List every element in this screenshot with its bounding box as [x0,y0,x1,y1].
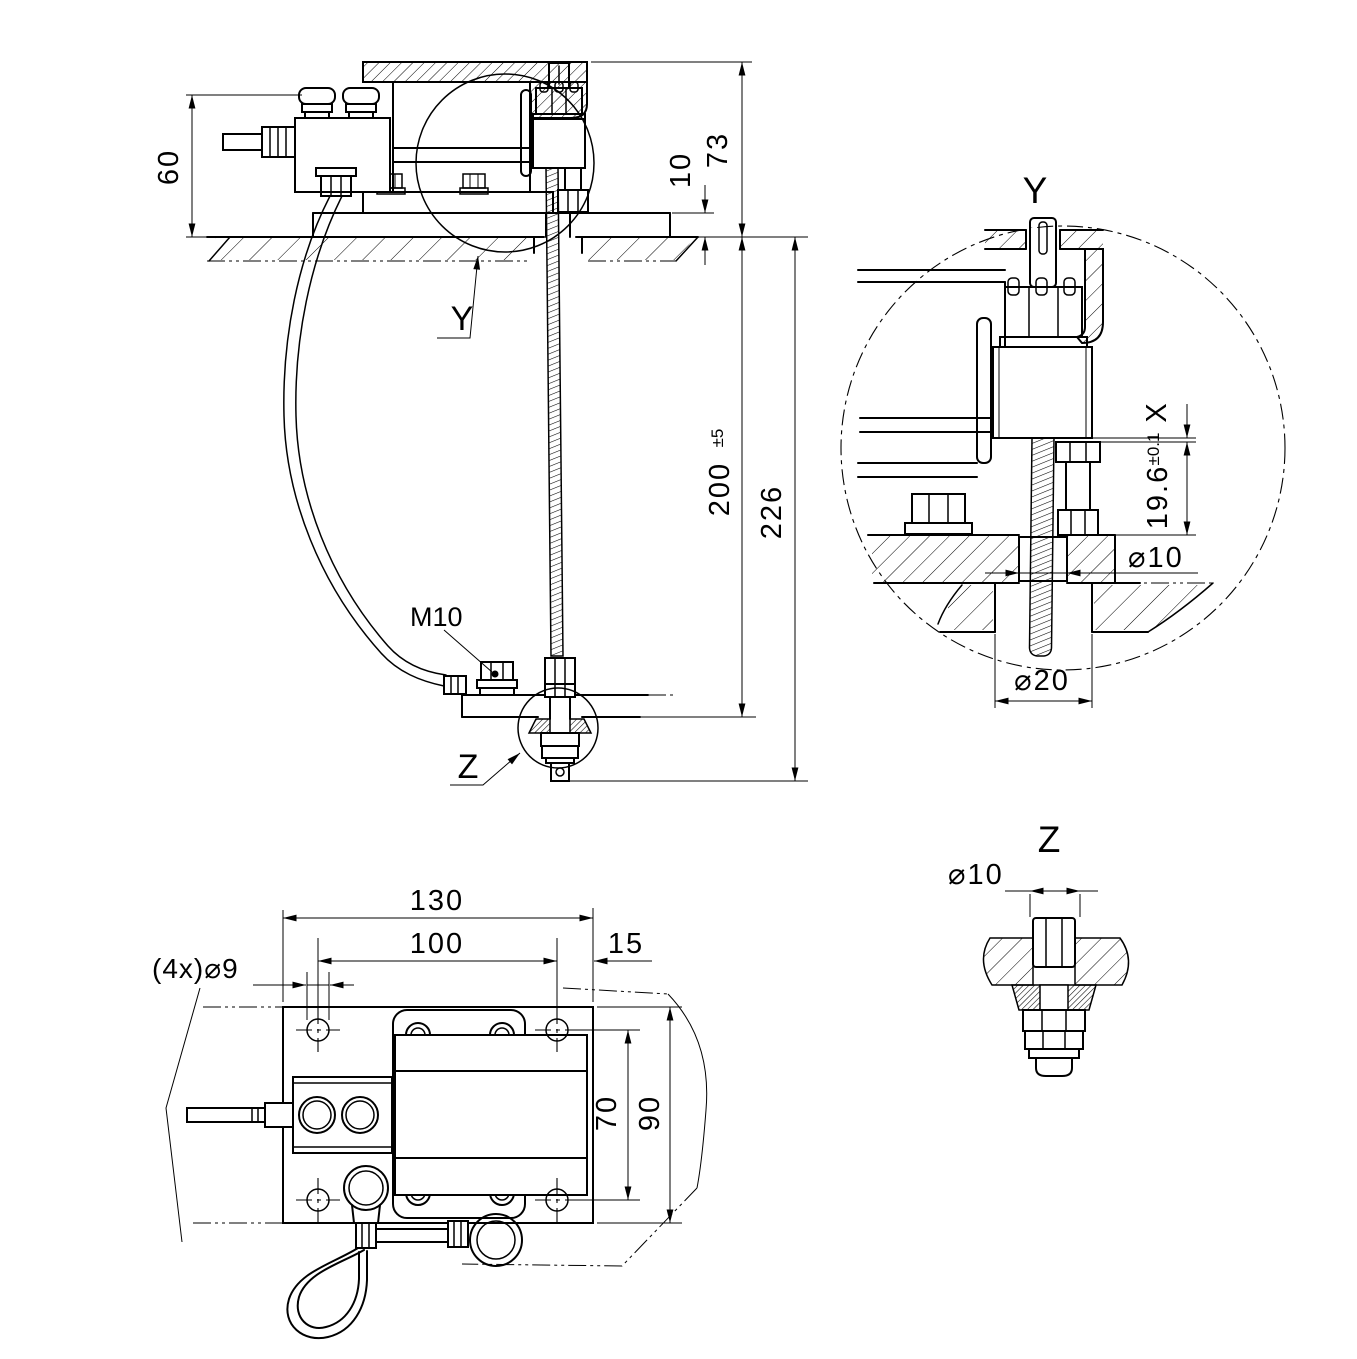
detail-z-view: Z ⌀10 [948,819,1130,1077]
guide-fin [520,89,532,177]
y-stud-nuts [1018,441,1101,582]
dim-70: 70 [572,1029,640,1201]
label-z: Z [450,748,521,786]
dim-x-label: X [1141,401,1173,422]
cable-gland-left [298,87,336,119]
dim-226-label: 226 [756,485,788,539]
dim-10: 10 [665,152,808,265]
detail-z-title: Z [1038,819,1061,860]
z-plate-left [982,937,1034,986]
z-plate-right [1074,937,1130,986]
dim-200-tol-label: ±5 [708,429,727,448]
dim-15: 15 [594,928,652,965]
dim-73-label: 73 [702,132,734,168]
dim-d10-z: ⌀10 [948,859,1098,917]
dim-73: 73 [591,61,752,237]
cable [283,167,447,687]
cable-lug [443,675,467,695]
plate-holes [296,1008,579,1222]
dim-10-label: 10 [665,152,697,188]
top-cable-loop [286,1165,523,1340]
dim-226: 226 [569,237,808,782]
dim-130: 130 [282,885,594,1002]
dim-60: 60 [153,94,302,238]
label-m10: M10 [410,602,499,678]
y-foundation-plate [937,582,1214,633]
side-view: Y Z M10 60 73 10 [153,61,808,786]
cable-gland-right [342,87,380,119]
dim-d20: ⌀20 [994,634,1093,708]
dim-60-label: 60 [153,149,185,185]
dim-200-label: 200 [704,462,736,516]
rope-bottom-fitting [527,657,593,782]
dim-d10-z-label: ⌀10 [948,859,1004,891]
dim-d20-label: ⌀20 [1014,665,1070,697]
dim-4x-d9: (4x)⌀9 [152,953,354,1020]
label-y: Y [437,255,481,339]
dim-x: X [1092,401,1196,443]
dim-d10-y-label: ⌀10 [1128,542,1184,574]
detail-y-boundary [840,225,1286,671]
detail-y-title: Y [1023,170,1048,211]
top-view: 130 100 15 (4x)⌀9 70 [152,885,708,1340]
dim-19-6-label: 19.6 [1142,465,1174,529]
m10-bolt [443,661,518,696]
connector-block [222,117,391,193]
y-wire-rope [1028,437,1055,657]
y-bracket [984,228,1104,345]
dim-70-label: 70 [591,1095,623,1131]
dim-90: 90 [597,1006,682,1224]
dim-130-label: 130 [410,885,464,917]
load-cell-body [362,81,554,214]
y-base-plate [867,534,1116,584]
dim-100: 100 [317,928,558,1018]
top-body-plan [394,1034,588,1196]
detail-z-circle [517,687,599,769]
dim-100-label: 100 [410,928,464,960]
z-fitting [982,917,1130,1077]
wire-rope [545,167,564,657]
dim-4x-d9-label: (4x)⌀9 [152,953,239,984]
dim-15-label: 15 [608,928,644,960]
side-view-y-label: Y [451,300,474,338]
m10-label: M10 [410,602,463,632]
detail-y-circle [415,73,595,253]
dim-19-6: 19.6 ±0.1 [1112,433,1196,536]
detail-y-view: Y [840,170,1286,708]
top-connector-plan [186,1076,393,1154]
side-view-z-label: Z [458,748,479,786]
base-plate [312,212,671,238]
dim-200: 200 ±5 [648,237,756,718]
dim-90-label: 90 [634,1095,666,1131]
foundation-section [206,236,699,262]
dim-d10-y: ⌀10 [985,542,1198,577]
dim-19-6-tol-label: ±0.1 [1144,433,1163,466]
connector-pin [222,133,263,151]
y-body-left [857,269,1006,535]
